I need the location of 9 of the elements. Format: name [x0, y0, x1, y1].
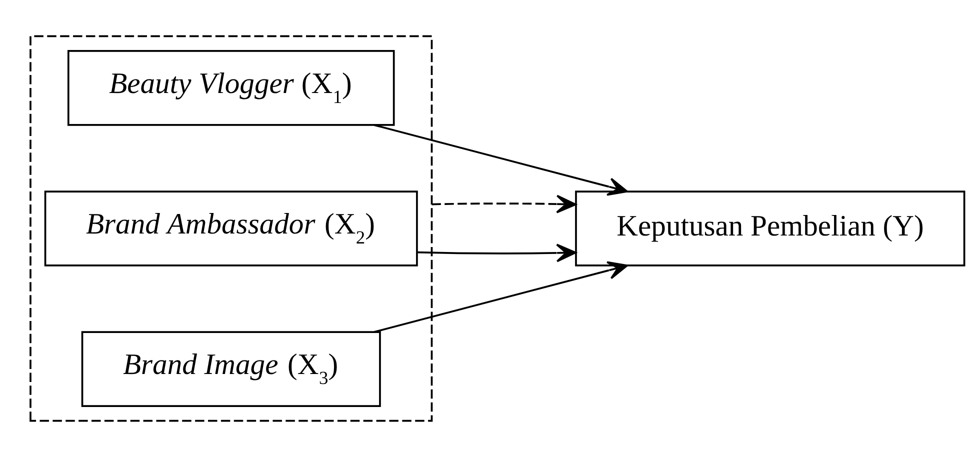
arrow	[374, 124, 628, 196]
node-box: Beauty Vlogger (X$_{1}$)	[67, 50, 395, 126]
node-box: Brand Image (X$_{3}$)	[81, 330, 381, 406]
cluster	[30, 34, 433, 422]
node-box: Keputusan Pembelian (Y)	[575, 190, 966, 266]
arrow	[374, 260, 628, 332]
arrow	[432, 194, 576, 213]
arrow	[417, 243, 576, 262]
node-box: Brand Ambassador (X$_{2}$)	[44, 190, 418, 266]
